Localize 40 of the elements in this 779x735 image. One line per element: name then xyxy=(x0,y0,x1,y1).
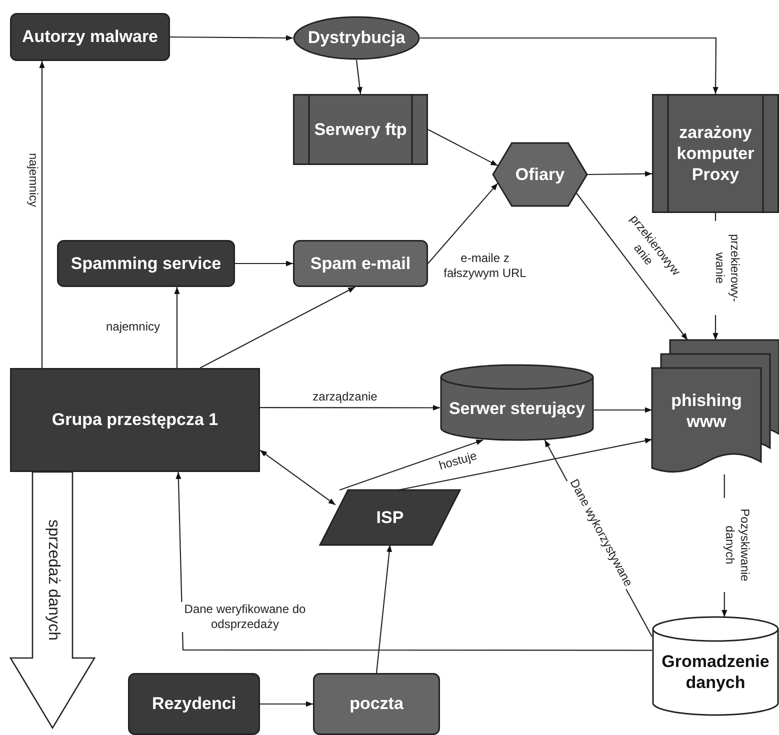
arrow xyxy=(428,129,498,166)
arrow xyxy=(339,439,484,491)
node-label: Serwer sterujący xyxy=(448,398,586,420)
arrow xyxy=(260,450,336,506)
arrow xyxy=(260,404,440,411)
edge-label: najemnicy xyxy=(104,320,162,334)
node-label: Gromadzenie danych xyxy=(660,650,770,694)
arrow xyxy=(376,544,392,674)
arrow xyxy=(200,286,356,368)
arrow xyxy=(398,438,652,491)
node-label: Spam e-mail xyxy=(310,252,411,274)
node-label: Dystrybucja xyxy=(308,27,406,49)
node-label: Serwery ftp xyxy=(314,118,407,140)
block-arrow xyxy=(9,471,96,730)
arrow xyxy=(176,472,652,651)
node-label: ISP xyxy=(376,506,404,528)
node-label: poczta xyxy=(350,693,404,715)
arrow xyxy=(587,171,652,177)
node-label: Ofiary xyxy=(515,164,565,186)
edge-label: najemnicy xyxy=(26,150,40,210)
edge-label: Pozyskiwanie danych xyxy=(722,498,752,592)
node-label: zarażony komputer Proxy xyxy=(676,122,756,186)
arrow xyxy=(235,260,293,266)
arrow xyxy=(260,701,313,707)
edge-label: sprzedaż danych xyxy=(44,518,63,642)
arrow xyxy=(575,192,688,340)
node-label: Rezydenci xyxy=(152,693,236,715)
arrow xyxy=(420,37,718,94)
edge-label: przekierowy- wanie xyxy=(712,221,742,315)
node-label: Spamming service xyxy=(70,252,222,274)
node-label: phishing www xyxy=(670,390,743,432)
arrow xyxy=(39,61,45,368)
arrow xyxy=(594,407,652,413)
node-label: Autorzy malware xyxy=(22,26,158,48)
arrow xyxy=(170,35,293,41)
arrow xyxy=(428,182,498,264)
arrow xyxy=(356,60,362,94)
edge-label: zarządzanie xyxy=(310,390,380,404)
node-label: Grupa przestępcza 1 xyxy=(52,409,218,431)
arrow xyxy=(174,287,180,368)
